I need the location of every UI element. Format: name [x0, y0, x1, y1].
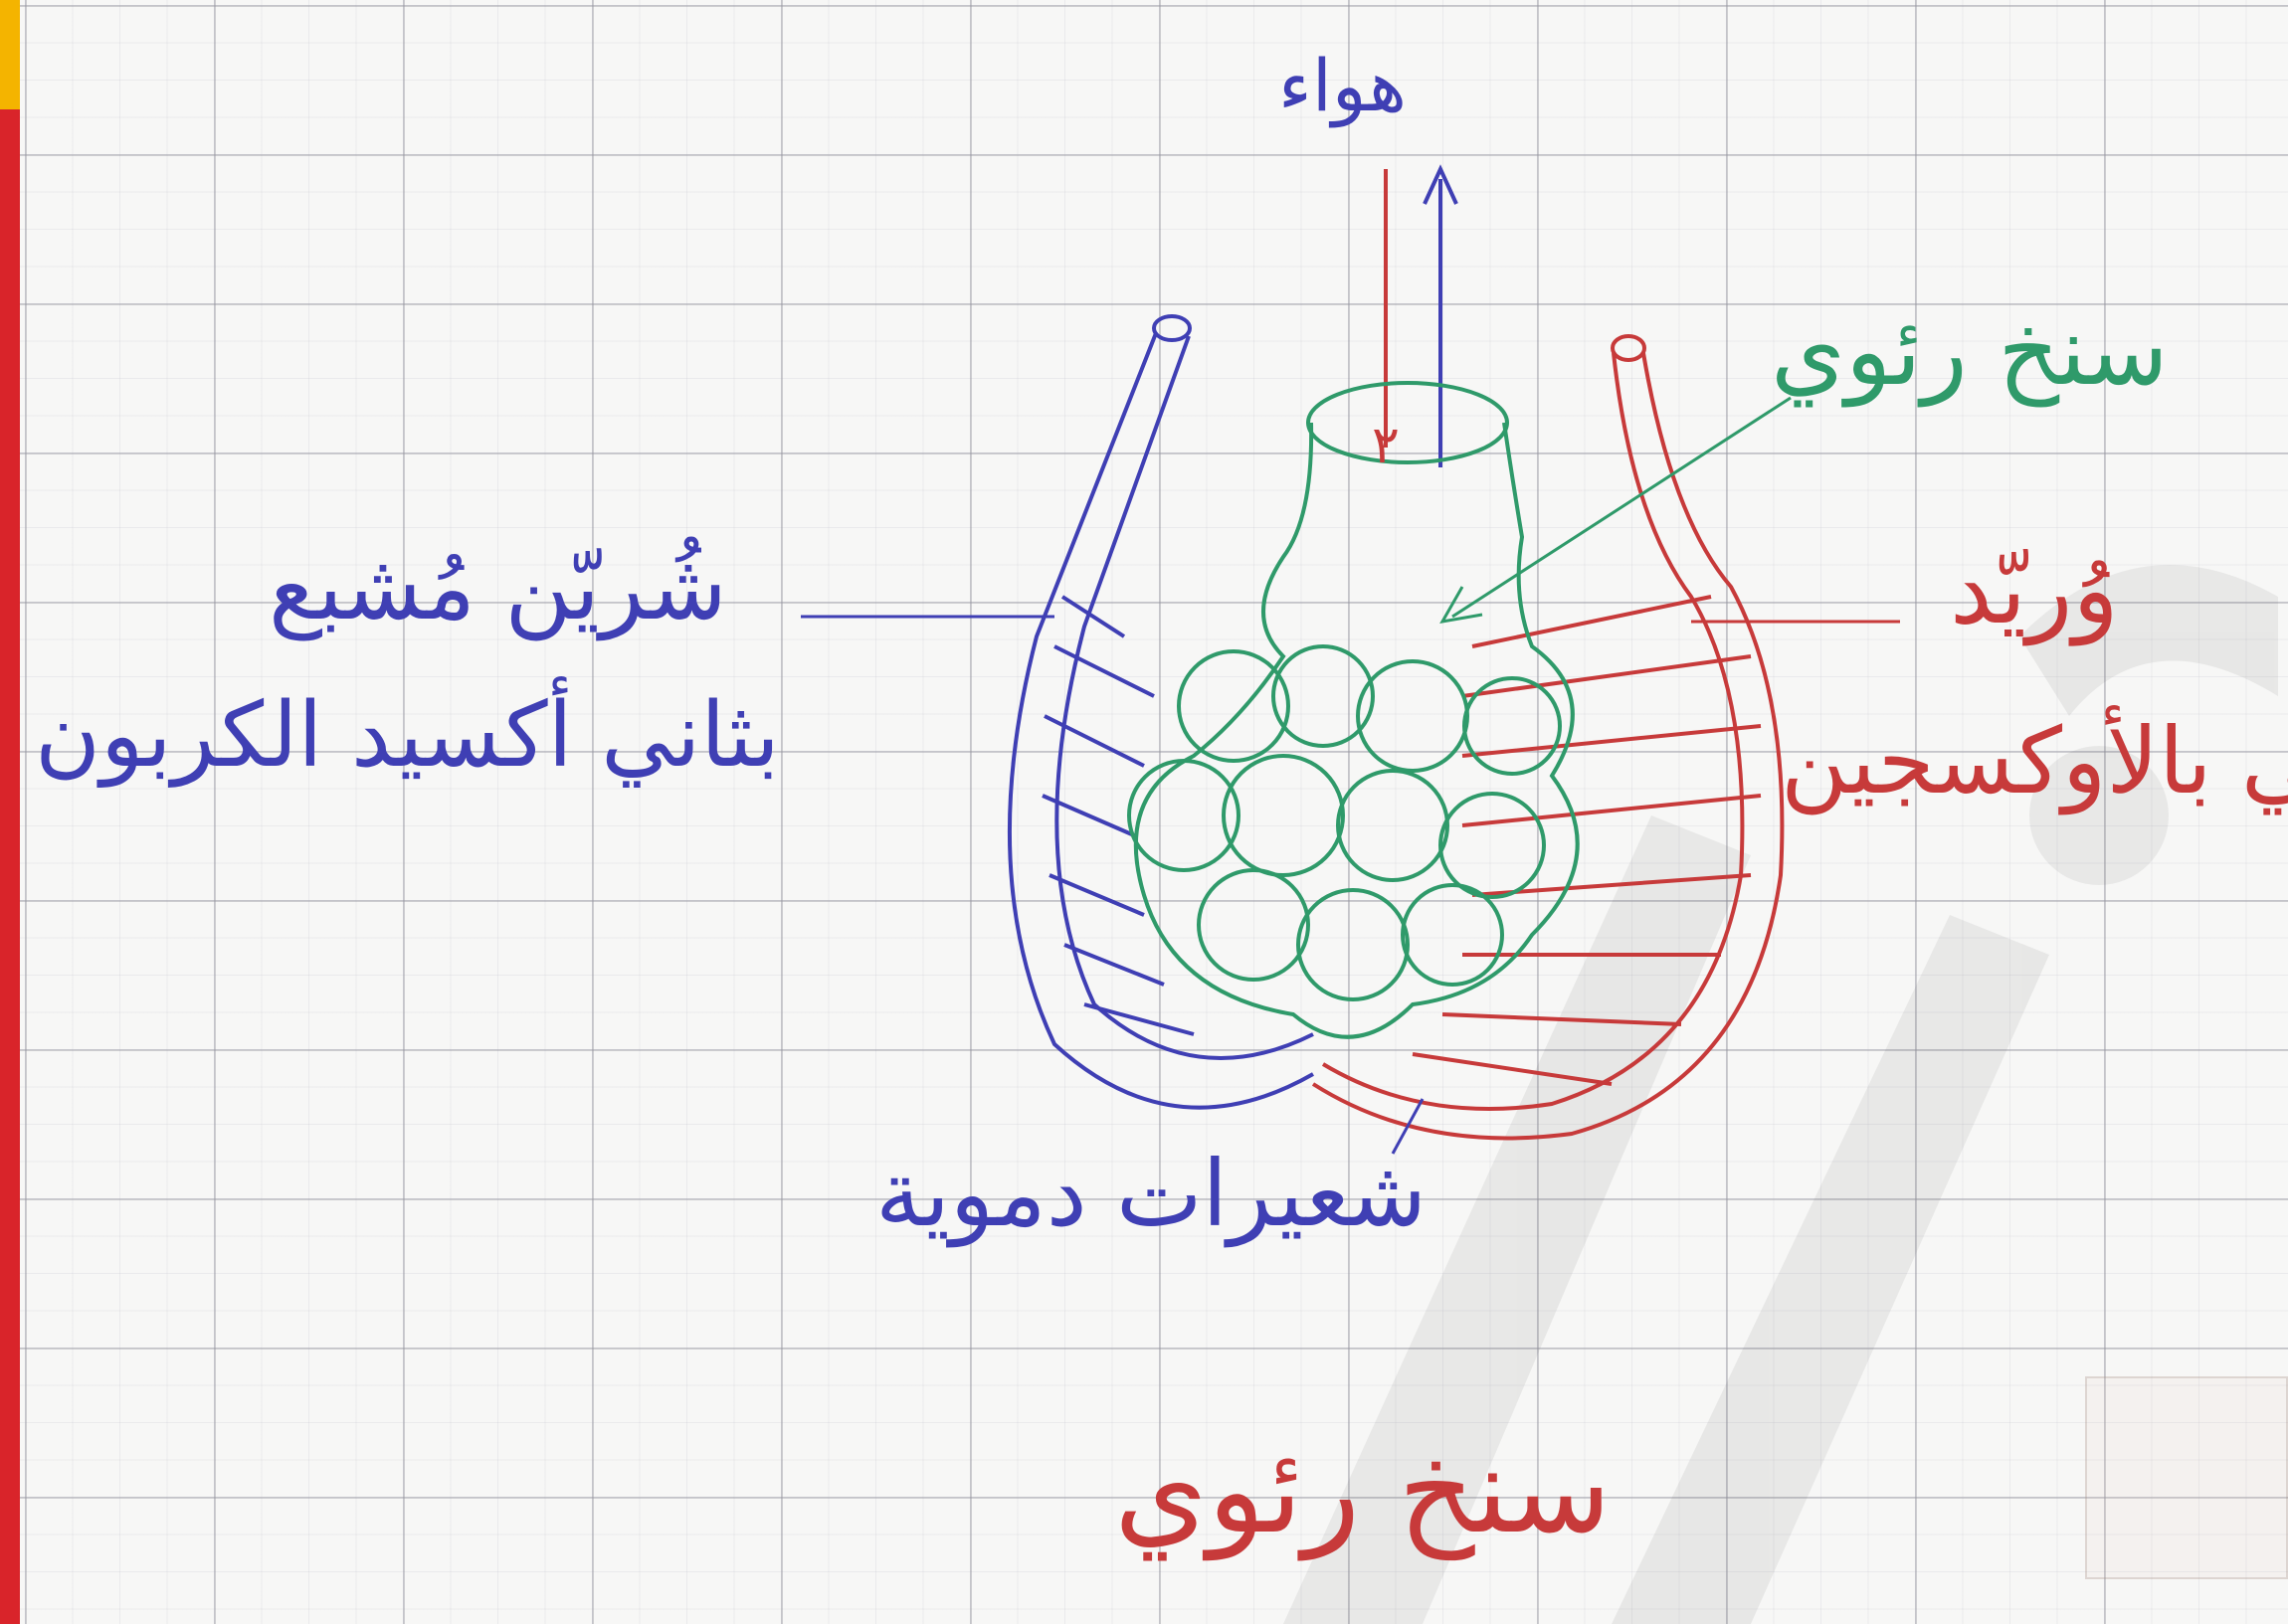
air-label: هواء: [1278, 50, 1407, 121]
pulmonary-sac: [1129, 383, 1578, 1037]
co2-mark: ٢: [1372, 416, 1400, 475]
pulmonary-sac-label: سنخ رئوي: [1771, 303, 2169, 399]
artery-sub-label: بثاني أكسيد الكربون: [35, 691, 780, 781]
diagram-title: سنخ رئوي: [1114, 1432, 1612, 1551]
capillaries-label: شعيرات دموية: [875, 1149, 1427, 1240]
leader-lines: [801, 398, 1900, 1154]
artery-label: شُريّن مُشبع: [269, 542, 727, 633]
vein-sub-label: غني بالأوكسجين: [1781, 716, 2288, 808]
vein-label: وُريّد: [1950, 542, 2119, 637]
artery-vessel: [1010, 316, 1313, 1108]
